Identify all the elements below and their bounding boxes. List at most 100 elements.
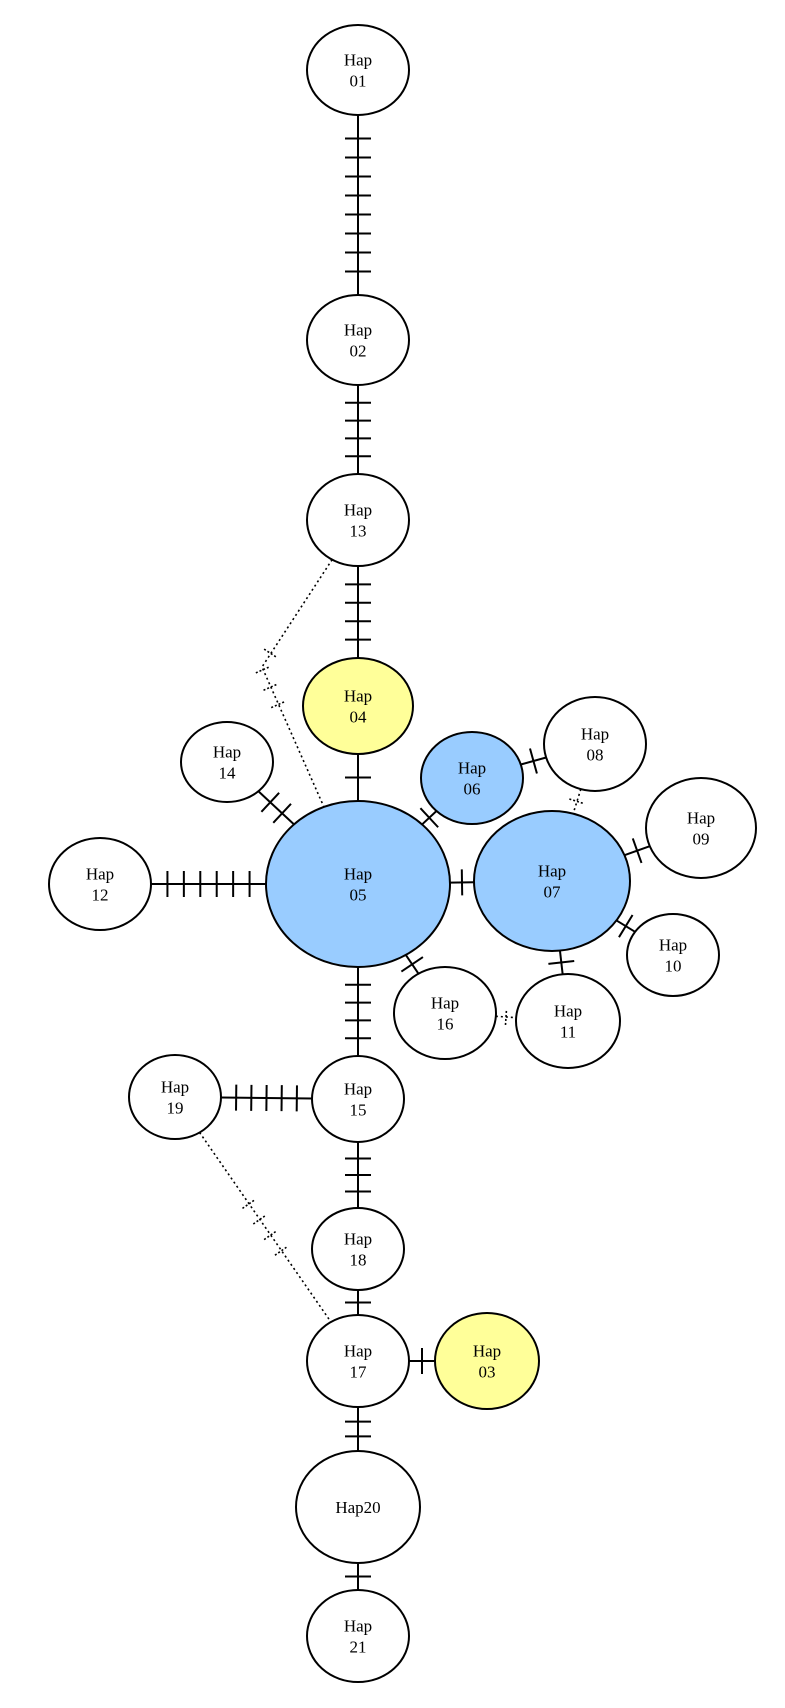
edge-h19-h17 [198,1132,332,1323]
haplotype-node-19: Hap 19 [128,1054,222,1140]
haplotype-label: 10 [665,957,682,976]
edge-h06-h08 [520,748,547,774]
haplotype-circle [515,973,621,1069]
haplotype-label: Hap [581,725,609,744]
haplotype-label: Hap [659,936,687,955]
edge-h01-h02 [345,115,371,295]
haplotype-label: 01 [350,72,367,91]
haplotype-label: Hap [344,501,372,520]
haplotype-label: Hap [554,1002,582,1021]
edge-h17-h20 [345,1407,371,1451]
mutation-tick [631,838,643,864]
dotted-connection [198,1132,332,1323]
mutation-tick [272,803,292,824]
haplotype-label: 02 [350,342,367,361]
haplotype-label: Hap [473,1342,501,1361]
haplotype-circle [420,731,524,825]
mutation-tick [242,1198,257,1210]
haplotype-label: Hap [86,865,114,884]
edge-h05-h16 [400,954,424,975]
haplotype-label: 04 [350,708,368,727]
haplotype-label: 08 [587,746,604,765]
haplotype-label: 12 [92,886,109,905]
edge-h17-h03 [409,1348,435,1374]
haplotype-node-06: Hap 06 [420,731,524,825]
haplotype-circle [306,473,410,567]
haplotype-circle [626,913,720,997]
haplotype-label: Hap20 [335,1498,380,1517]
haplotype-circle [265,800,451,968]
mutation-tick [270,700,287,709]
haplotype-node-12: Hap 12 [48,837,152,931]
haplotype-label: Hap [344,1342,372,1361]
mutation-tick [255,665,271,674]
haplotype-label: Hap [458,759,486,778]
haplotype-label: Hap [344,687,372,706]
dotted-connection [261,559,333,808]
haplotype-circle [434,1312,540,1410]
mutation-tick [263,648,278,659]
mutation-tick [263,683,279,691]
haplotype-label: 05 [350,886,367,905]
edge-h05-h15 [345,967,371,1056]
haplotype-circle [645,777,757,879]
mutation-tick [569,798,585,805]
edge-h07-h09 [624,838,651,864]
haplotype-circle [128,1054,222,1140]
haplotype-circle [306,1314,410,1408]
haplotype-node-01: Hap 01 [306,24,410,116]
haplotype-label: 19 [167,1099,184,1118]
haplotype-node-16: Hap 16 [393,966,497,1060]
haplotype-label: 15 [350,1101,367,1120]
edge-h12-h05 [151,871,266,897]
mutation-tick [529,748,538,774]
haplotype-circle [473,810,631,952]
haplotype-label: 07 [544,883,562,902]
haplotype-circle [180,721,274,803]
edge-h15-h18 [345,1142,371,1208]
haplotype-label: Hap [161,1078,189,1097]
edge-h07-h11 [548,950,575,975]
haplotype-node-17: Hap 17 [306,1314,410,1408]
mutation-tick [274,1245,289,1256]
haplotype-node-20: Hap20 [295,1450,421,1564]
network-edges [151,115,651,1590]
haplotype-label: 06 [464,780,481,799]
haplotype-circle [311,1207,405,1291]
haplotype-node-02: Hap 02 [306,294,410,386]
mutation-tick [618,914,634,938]
haplotype-label: 09 [693,830,710,849]
edge-line [257,790,295,826]
edge-h05-h06 [419,807,439,828]
haplotype-label: 17 [350,1363,368,1382]
edge-h19-h15 [220,1084,313,1112]
mutation-tick [504,1008,508,1026]
haplotype-label: Hap [431,994,459,1013]
haplotype-node-08: Hap 08 [543,696,647,792]
edge-h08-h07 [569,788,585,814]
haplotype-label: 14 [219,764,237,783]
edge-h04-h05 [345,754,371,801]
edge-h20-h21 [345,1563,371,1590]
haplotype-label: Hap [344,51,372,70]
mutation-tick [548,959,575,965]
haplotype-label: Hap [344,321,372,340]
haplotype-label: Hap [687,809,715,828]
haplotype-label: 16 [437,1015,454,1034]
haplotype-label: Hap [213,743,241,762]
haplotype-node-10: Hap 10 [626,913,720,997]
haplotype-circle [306,24,410,116]
dotted-connection [572,788,582,814]
haplotype-circle [311,1055,405,1143]
edge-h13-h04 [345,566,371,658]
haplotype-circle [302,657,414,755]
edge-h16-h11 [495,1008,517,1026]
